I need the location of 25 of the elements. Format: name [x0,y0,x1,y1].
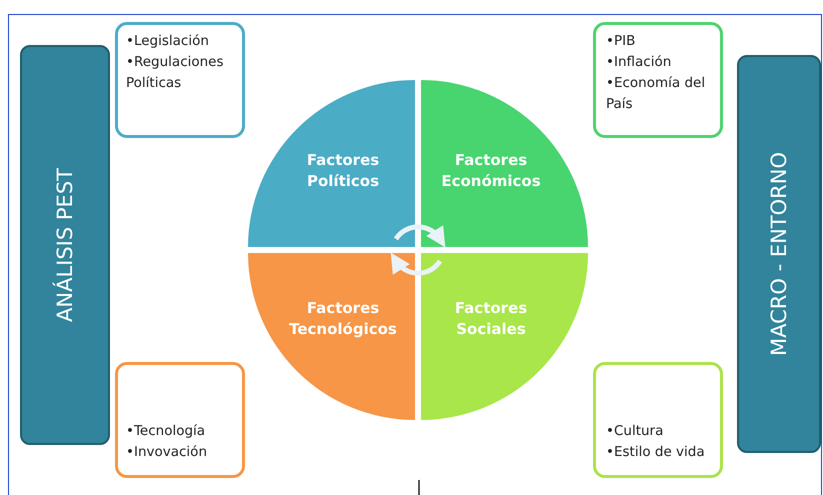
bullet-item: •Regulaciones Políticas [126,53,225,93]
quadrant-label: Factores Políticos [306,150,380,192]
quadrant-segment [248,80,415,247]
text-box [593,362,723,478]
bullet-item: •Cultura [606,422,664,441]
side-banner [20,45,110,445]
text-box [115,22,245,138]
quadrant-label: Factores Tecnológicos [288,298,398,340]
quadrant-label: Factores Económicos [440,150,542,192]
banner-title: MACRO - ENTORNO [767,152,791,356]
bullet-item: •Legislación [126,32,210,51]
bullet-item: •Estilo de vida [606,443,706,462]
bullet-item: •Invovación [126,443,208,462]
bullet-item: •Economía del País [606,74,706,114]
bullet-item: •PIB [606,32,636,51]
side-banner [737,55,821,453]
bullet-item: •Tecnología [126,422,206,441]
curved-arrow [390,252,442,276]
bullet-item: •Inflación [606,53,672,72]
text-box [593,22,723,138]
text-box [115,362,245,478]
quadrant-label: Factores Sociales [454,298,528,340]
banner-title: ANÁLISIS PEST [53,168,77,322]
curved-arrow [394,224,446,248]
quadrant-segment [248,253,415,420]
